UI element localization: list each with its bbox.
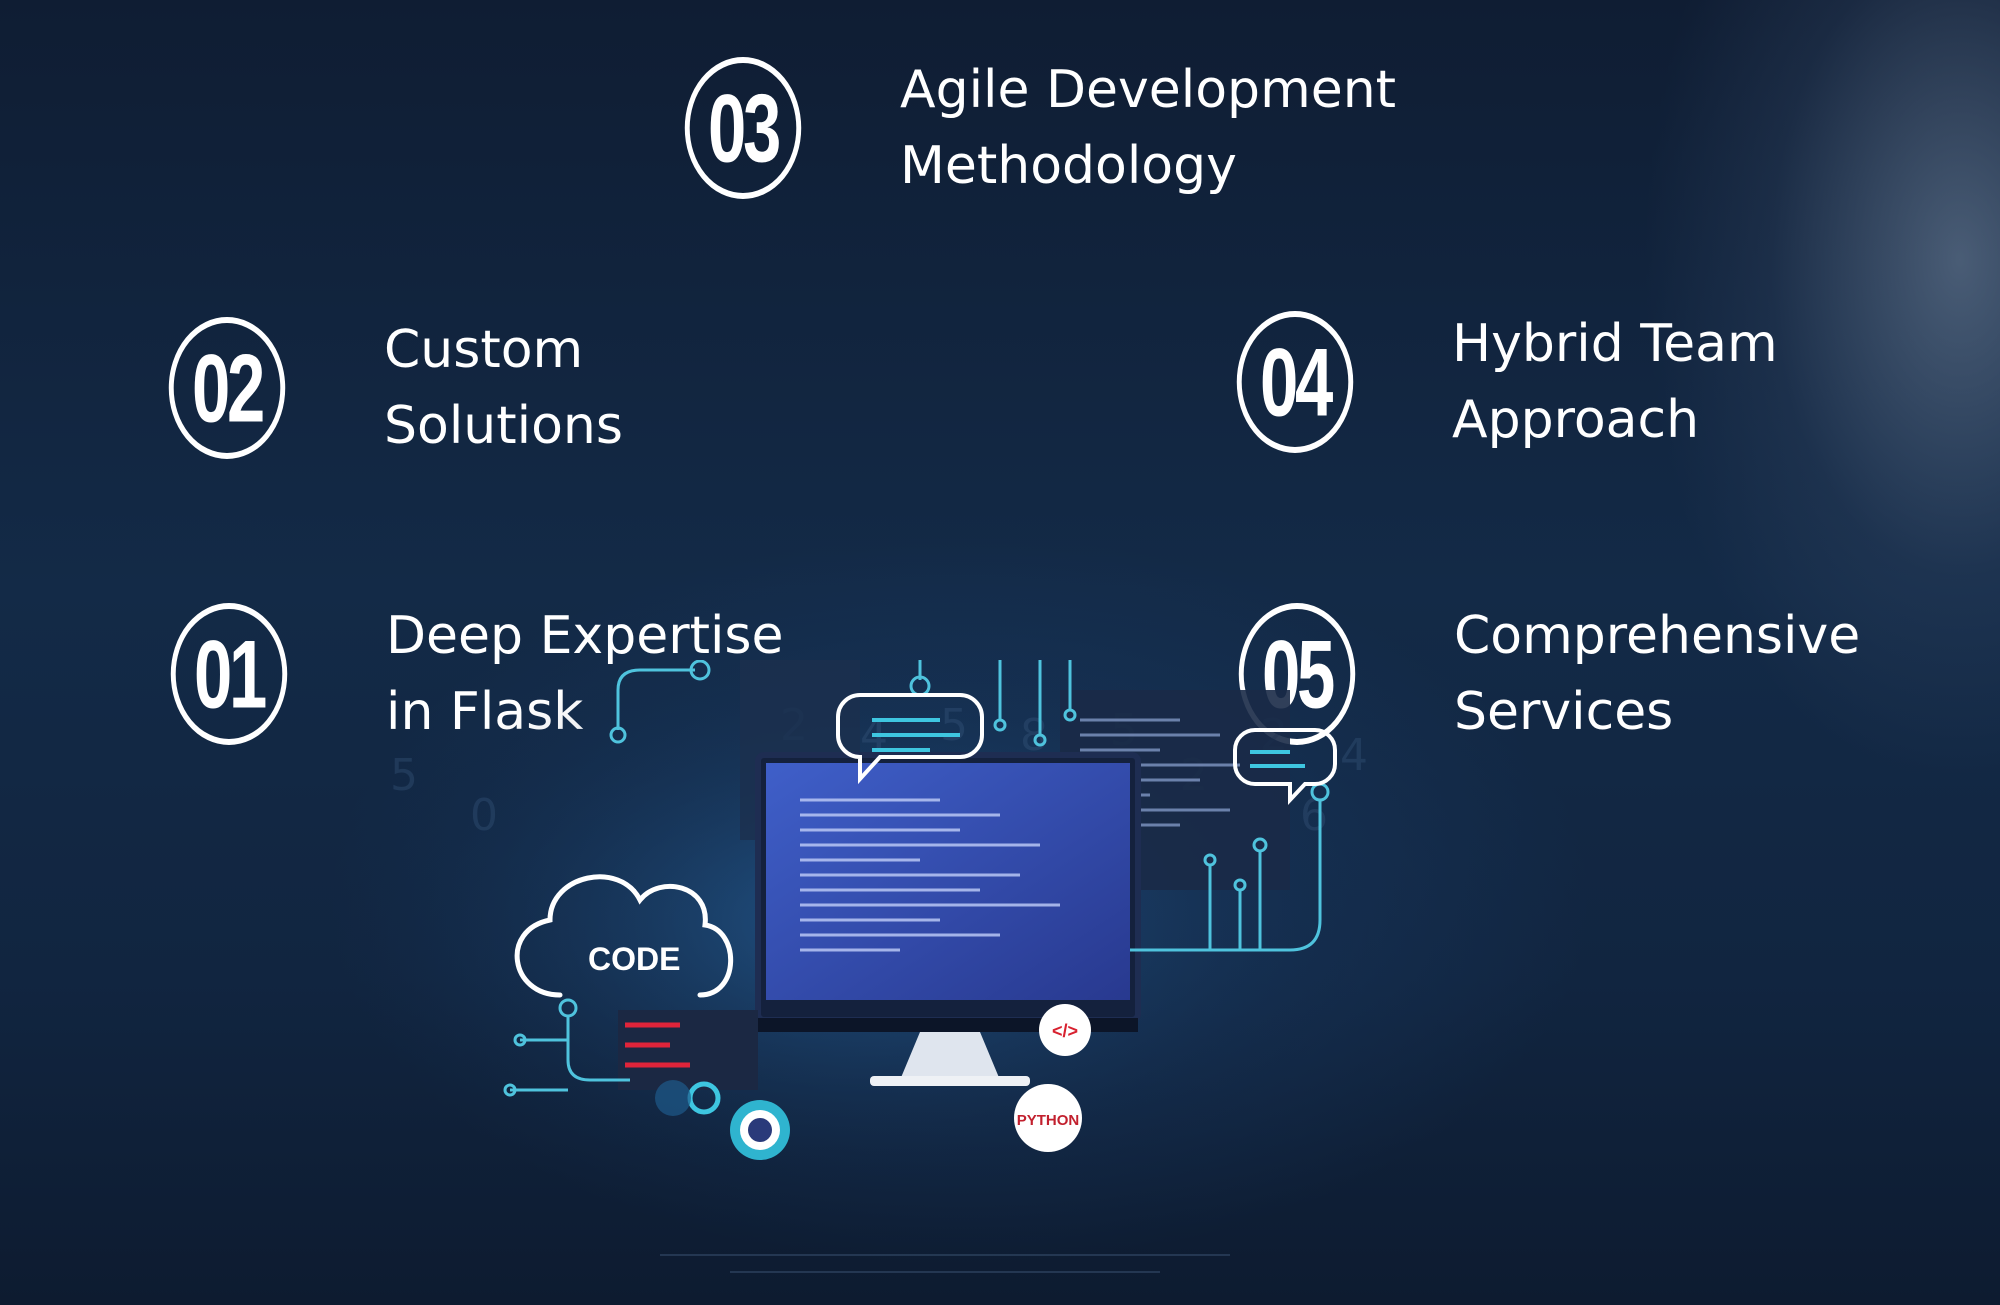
svg-text:4: 4: [1340, 730, 1368, 781]
chat-bubble-icon: [836, 693, 984, 785]
feature-label: Agile Development Methodology: [900, 60, 1397, 196]
feature-label: Custom Solutions: [384, 320, 623, 456]
circuit-lines: [503, 660, 1330, 1097]
feature-custom-solutions: 02 Custom Solutions: [156, 312, 623, 464]
coding-illustration: 502 458 522 64 CODE: [340, 660, 1380, 1273]
chat-bubble-icon: [1233, 728, 1337, 806]
number-badge-02: 02: [168, 317, 286, 459]
screen-code-lines: [800, 798, 1060, 952]
monitor-stand: [900, 1032, 1000, 1080]
svg-text:0: 0: [470, 790, 498, 841]
monitor-screen: [766, 763, 1130, 1000]
feature-hybrid-team: 04 Hybrid Team Approach: [1224, 306, 1778, 458]
svg-text:PYTHON: PYTHON: [1017, 1112, 1080, 1129]
feature-label: Hybrid Team Approach: [1452, 314, 1778, 450]
svg-text:5: 5: [390, 750, 418, 801]
number-badge-03: 03: [684, 57, 802, 199]
python-badge: [1014, 1084, 1082, 1152]
feature-comprehensive-services: 05 Comprehensive Services: [1226, 598, 1860, 750]
cloud-icon: [514, 874, 734, 998]
mini-code-panel: [618, 1010, 758, 1090]
cloud-label: CODE: [588, 941, 680, 977]
gear-icon: [730, 1100, 790, 1160]
number-badge-01: 01: [170, 603, 288, 745]
feature-agile-development: 03 Agile Development Methodology: [672, 52, 1396, 204]
svg-text:5: 5: [940, 700, 968, 751]
number-badge-04: 04: [1236, 311, 1354, 453]
svg-text:</>: </>: [1052, 1021, 1078, 1041]
feature-label: Comprehensive Services: [1454, 606, 1861, 742]
code-tag-icon: [1039, 1004, 1091, 1056]
